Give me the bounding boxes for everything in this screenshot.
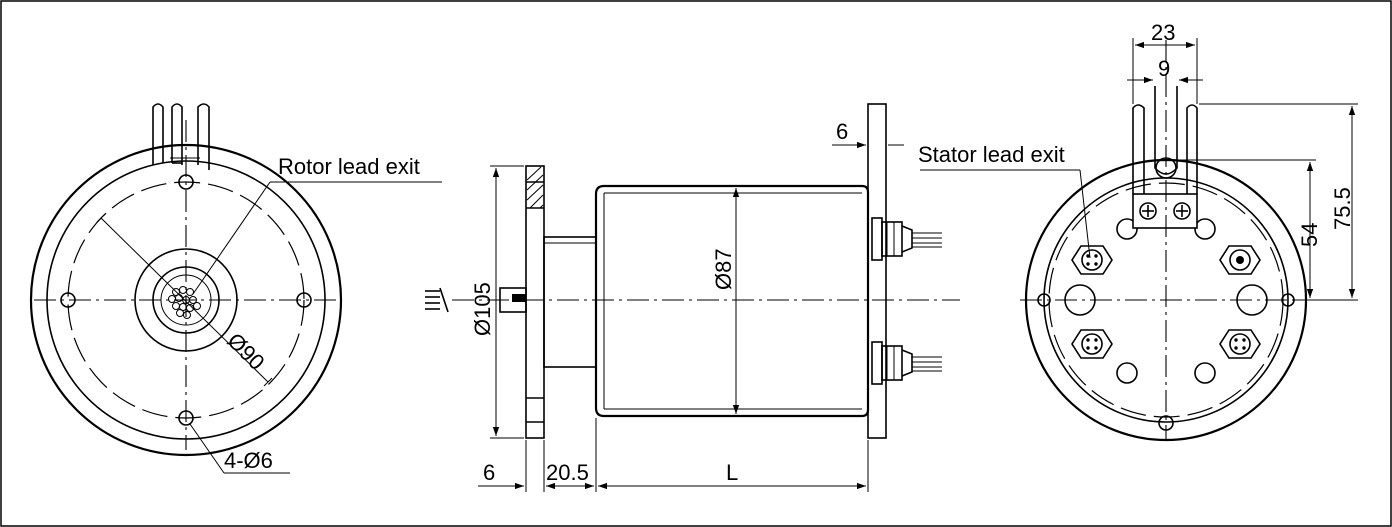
mount-holes-label: 4-Ø6 — [224, 448, 273, 473]
dim-shoulder-length: 20.5 — [546, 460, 589, 485]
rotor-lead-exit-label: Rotor lead exit — [278, 154, 420, 179]
rotor-lead-bracket — [152, 103, 210, 170]
dim-slot-width: 9 — [1158, 56, 1170, 81]
side-view: Ø105 Ø87 6 20.5 L 6 — [425, 103, 960, 492]
dim-body-diameter: Ø87 — [711, 248, 736, 290]
stator-connector-top-left — [1071, 245, 1113, 275]
bracket-screw-right — [1173, 202, 1191, 220]
stator-lead-exit-label: Stator lead exit — [918, 142, 1065, 167]
dim-height-b: 75.5 — [1330, 187, 1355, 230]
dim-bracket-width: 23 — [1151, 20, 1175, 45]
dim-body-length: L — [726, 460, 738, 485]
dim-flange-thickness: 6 — [483, 460, 495, 485]
dim-height-a: 54 — [1297, 223, 1322, 247]
shoulder — [543, 236, 597, 368]
bracket-screw-left — [1139, 202, 1157, 220]
rotor-end-view: Ø90 Rotor lead exit 4-Ø6 — [29, 103, 442, 474]
stator-connector-top-right — [1219, 245, 1261, 275]
stator-connector-bottom — [871, 341, 942, 385]
rotor-flange — [525, 165, 545, 439]
rotor-lead-wires — [168, 286, 201, 319]
stator-plate — [867, 103, 887, 439]
stator-connector-bottom-right — [1219, 329, 1261, 359]
dim-outer-flange-diameter: Ø105 — [470, 282, 495, 336]
flange-diameter-label: Ø90 — [222, 328, 269, 375]
stator-end-view: Stator lead exit 23 9 54 75.5 — [918, 20, 1358, 442]
dim-stator-plate-thickness: 6 — [836, 119, 848, 144]
rotor-flange-outline — [29, 143, 343, 457]
stator-connector-top — [871, 217, 942, 261]
stator-bracket — [1132, 86, 1198, 229]
stator-connector-bottom-left — [1071, 329, 1113, 359]
body — [594, 184, 870, 418]
